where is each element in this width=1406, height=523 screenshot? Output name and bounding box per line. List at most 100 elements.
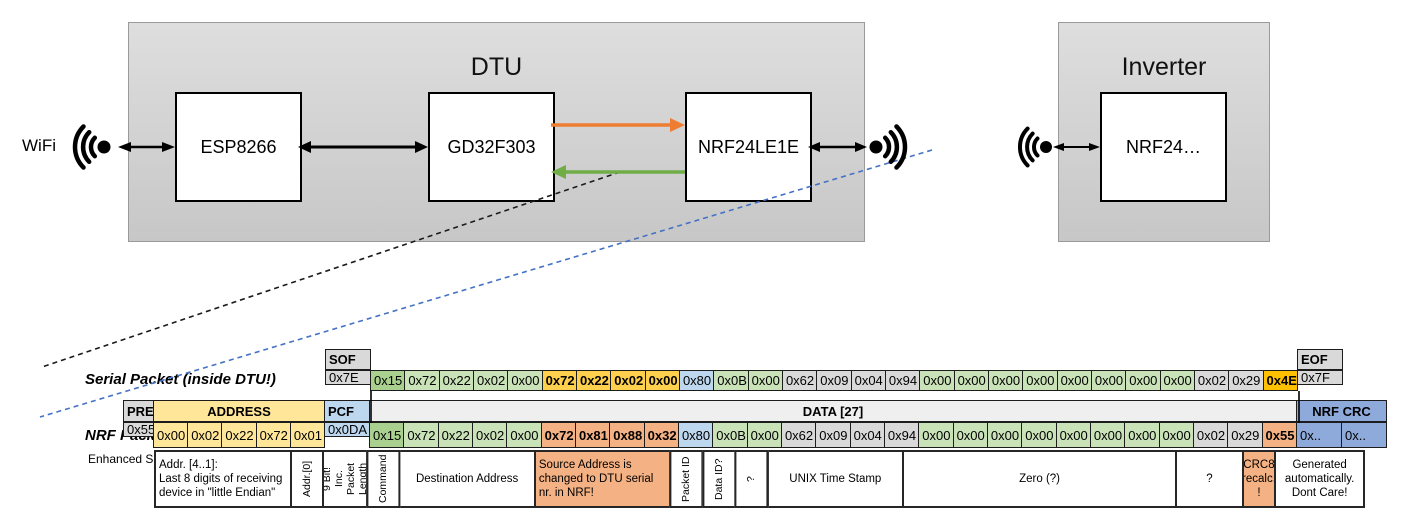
pre-header: PRE: [123, 400, 154, 422]
serial-packet-label: Serial Packet (inside DTU!): [85, 371, 276, 388]
nrf-byte-cell: 0x00: [986, 422, 1023, 448]
nrf-byte-cell: 0x00: [1158, 422, 1194, 448]
serial-byte-cell: 0x00: [507, 370, 543, 391]
field-annotation: ?: [1175, 450, 1244, 508]
serial-byte-cell: 0x94: [884, 370, 921, 391]
serial-byte-cell: 0x00: [1056, 370, 1092, 391]
serial-byte-cell: 0x00: [747, 370, 783, 391]
serial-byte-cell: 0x22: [575, 370, 612, 391]
nrf-byte-cell: 0x15: [369, 422, 405, 448]
nrf-byte-cell: 0x02: [1192, 422, 1229, 448]
nrf-byte-cell: 0x00: [1021, 422, 1057, 448]
field-annotation-row: Addr. [4..1]: Last 8 digits of receiving…: [154, 450, 1366, 508]
chip-esp8266-label: ESP8266: [200, 136, 277, 157]
field-annotation: 9 Bit! Inc. Packet Length: [322, 450, 368, 508]
eof-header: EOF: [1297, 349, 1343, 370]
serial-byte-cell: 0x80: [678, 370, 715, 391]
pcf-value: 0x0DA: [324, 422, 370, 437]
nrf-byte-cell: 0x32: [643, 422, 679, 448]
field-annotation: Addr.[0]: [290, 450, 324, 508]
chip-esp8266: ESP8266: [175, 92, 302, 202]
nrf-address-byte-cell: 0x00: [153, 422, 189, 448]
nrf-byte-cell: 0x29: [1227, 422, 1263, 448]
dtu-title: DTU: [470, 53, 523, 81]
serial-byte-cell: 0x00: [644, 370, 680, 391]
inverter-title: Inverter: [1121, 53, 1207, 81]
field-annotation: Generated automatically. Dont Care!: [1274, 450, 1366, 508]
serial-eof-group: EOF 0x7F: [1297, 349, 1343, 385]
wifi-label: WiFi: [22, 136, 56, 155]
serial-byte-cell: 0x04: [850, 370, 886, 391]
nrf-crc-byte-row: 0x..0x..: [1296, 422, 1387, 448]
field-annotation: Command: [366, 450, 401, 508]
serial-byte-cell: 0x72: [541, 370, 577, 391]
serial-byte-cell: 0x02: [472, 370, 509, 391]
serial-byte-cell: 0x4E: [1262, 370, 1298, 391]
serial-sof-group: SOF 0x7E: [325, 349, 371, 385]
wifi-signal-icon: [72, 124, 111, 170]
pcf-header: PCF: [324, 400, 370, 422]
nrf-byte-cell: 0x00: [918, 422, 954, 448]
field-annotation: Data ID?: [701, 450, 737, 508]
chip-inverter-nrf24: NRF24…: [1100, 92, 1227, 202]
serial-byte-cell: 0x00: [987, 370, 1024, 391]
nrf-byte-cell: 0x02: [471, 422, 508, 448]
field-annotation: Destination Address: [398, 450, 536, 508]
nrf-byte-cell: 0x22: [437, 422, 473, 448]
chip-gd32f303-label: GD32F303: [447, 136, 536, 157]
nrf-crc-byte-cell: 0x..: [1341, 422, 1387, 448]
serial-byte-cell: 0x00: [1022, 370, 1058, 391]
nrf-address-byte-cell: 0x22: [221, 422, 257, 448]
address-header: ADDRESS: [153, 400, 325, 422]
nrf-byte-cell: 0x00: [506, 422, 542, 448]
inverter-radio-icon: [1017, 126, 1052, 168]
nrf-byte-cell: 0x94: [883, 422, 920, 448]
sof-value: 0x7E: [325, 370, 371, 385]
nrf-byte-cell: 0x72: [540, 422, 576, 448]
serial-byte-cell: 0x00: [953, 370, 989, 391]
sof-header: SOF: [325, 349, 371, 370]
field-annotation: Source Address is changed to DTU serial …: [533, 450, 672, 508]
serial-byte-cell: 0x62: [781, 370, 818, 391]
nrf-pcf-group: PCF 0x0DA: [324, 400, 370, 437]
nrf-address-byte-cell: 0x01: [289, 422, 326, 448]
nrf-byte-cell: 0x62: [780, 422, 817, 448]
eof-value: 0x7F: [1297, 370, 1343, 385]
serial-byte-cell: 0x09: [816, 370, 852, 391]
field-annotation: CRC8 recalc. !: [1241, 450, 1277, 508]
serial-byte-cell: 0x00: [1125, 370, 1161, 391]
nrf-byte-cell: 0x00: [1089, 422, 1126, 448]
nrf-byte-cell: 0x88: [609, 422, 645, 448]
nrf-pre-group: PRE 0x55: [123, 400, 155, 437]
serial-byte-cell: 0x29: [1228, 370, 1264, 391]
nrf-byte-cell: 0x04: [849, 422, 885, 448]
serial-byte-cell: 0x00: [1090, 370, 1127, 391]
serial-byte-cell: 0x00: [1159, 370, 1195, 391]
field-annotation: UNIX Time Stamp: [766, 450, 905, 508]
dtu-radio-icon: [869, 124, 908, 170]
nrf-byte-cell: 0x00: [746, 422, 782, 448]
nrf-address-byte-cell: 0x72: [255, 422, 291, 448]
chip-nrf24le1e: NRF24LE1E: [685, 92, 812, 202]
nrf-crc-header: NRF CRC: [1296, 400, 1387, 422]
field-annotation: Zero (?): [902, 450, 1178, 508]
field-annotation: ?: [734, 450, 769, 508]
field-annotation: Packet ID: [669, 450, 704, 508]
nrf-byte-cell: 0x00: [1124, 422, 1160, 448]
serial-byte-cell: 0x22: [438, 370, 474, 391]
nrf-address-byte-cell: 0x02: [187, 422, 223, 448]
serial-byte-cell: 0x00: [919, 370, 955, 391]
nrf-byte-cell: 0x81: [574, 422, 611, 448]
field-annotation: Addr. [4..1]: Last 8 digits of receiving…: [154, 450, 292, 508]
nrf-byte-cell: 0x09: [815, 422, 851, 448]
nrf-byte-cell: 0x72: [403, 422, 439, 448]
nrf-byte-cell: 0x00: [952, 422, 988, 448]
data-header: DATA [27]: [369, 400, 1297, 422]
